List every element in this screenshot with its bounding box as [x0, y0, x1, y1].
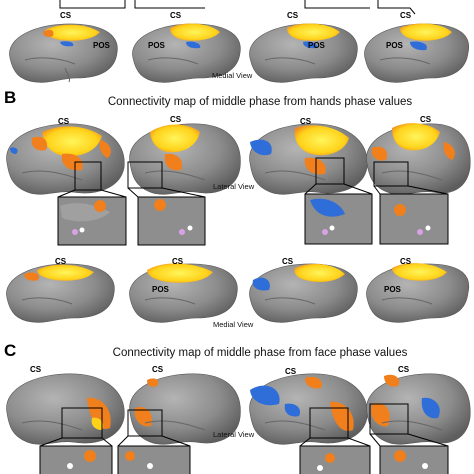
panel-letter-b: B: [4, 88, 17, 107]
panel-b-inset-activations: [60, 198, 431, 235]
brain-medial: [129, 263, 238, 323]
brain-medial: [6, 263, 115, 323]
cs-label: CS: [170, 115, 182, 124]
cs-label: CS: [58, 117, 70, 126]
cs-label: CS: [287, 11, 299, 20]
panel-c-title: Connectivity map of middle phase from fa…: [112, 347, 408, 359]
cs-label: CS: [172, 257, 184, 266]
panel-c-lateral-brains: [6, 373, 471, 445]
pos-label: POS: [386, 41, 404, 50]
cs-label: CS: [152, 365, 164, 374]
panel-a-top-insets: [59, 0, 416, 15]
pos-label: POS: [384, 285, 402, 294]
brain-medial: [249, 23, 358, 83]
cs-label: CS: [420, 115, 432, 124]
cs-label: CS: [282, 257, 294, 266]
panel-b-lateral-brains: [6, 123, 471, 195]
pos-label: POS: [152, 285, 170, 294]
cs-label: CS: [400, 257, 412, 266]
pos-label: POS: [148, 41, 166, 50]
cs-label: CS: [55, 257, 67, 266]
cs-label: CS: [60, 11, 72, 20]
cs-label: CS: [285, 367, 297, 376]
pos-label: POS: [308, 41, 326, 50]
region-labels: CS CS CS CS POS POS POS POS CS CS CS CS …: [30, 11, 432, 376]
brain-lateral: [129, 123, 241, 195]
brain-lateral: [6, 373, 125, 445]
medial-view-label: Medial View: [212, 71, 253, 80]
pos-label: POS: [93, 41, 111, 50]
brain-lateral: [366, 373, 471, 445]
brain-lateral: [366, 123, 471, 195]
brain-medial: [132, 23, 241, 83]
cs-label: CS: [30, 365, 42, 374]
panel-letter-c: C: [4, 341, 17, 360]
brain-lateral: [249, 123, 368, 195]
panel-b-title: Connectivity map of middle phase from ha…: [107, 96, 413, 108]
panel-b-medial-brains: [6, 263, 470, 323]
brain-medial: [9, 23, 118, 83]
brain-lateral: [6, 123, 125, 195]
cs-label: CS: [400, 11, 412, 20]
cs-label: CS: [170, 11, 182, 20]
brain-lateral: [129, 373, 241, 445]
brain-medial: [364, 23, 470, 83]
lateral-view-label: Lateral View: [213, 430, 255, 439]
medial-view-label: Medial View: [213, 320, 254, 329]
cs-label: CS: [398, 365, 410, 374]
cs-label: CS: [300, 117, 312, 126]
lateral-view-label: Lateral View: [213, 182, 255, 191]
brain-medial: [366, 263, 470, 323]
panel-a-medial-brains: [9, 23, 470, 83]
panel-c-insets: [39, 403, 449, 474]
brain-medial: [249, 263, 358, 323]
panel-c-inset-activations: [67, 450, 428, 471]
brain-lateral: [249, 373, 368, 445]
